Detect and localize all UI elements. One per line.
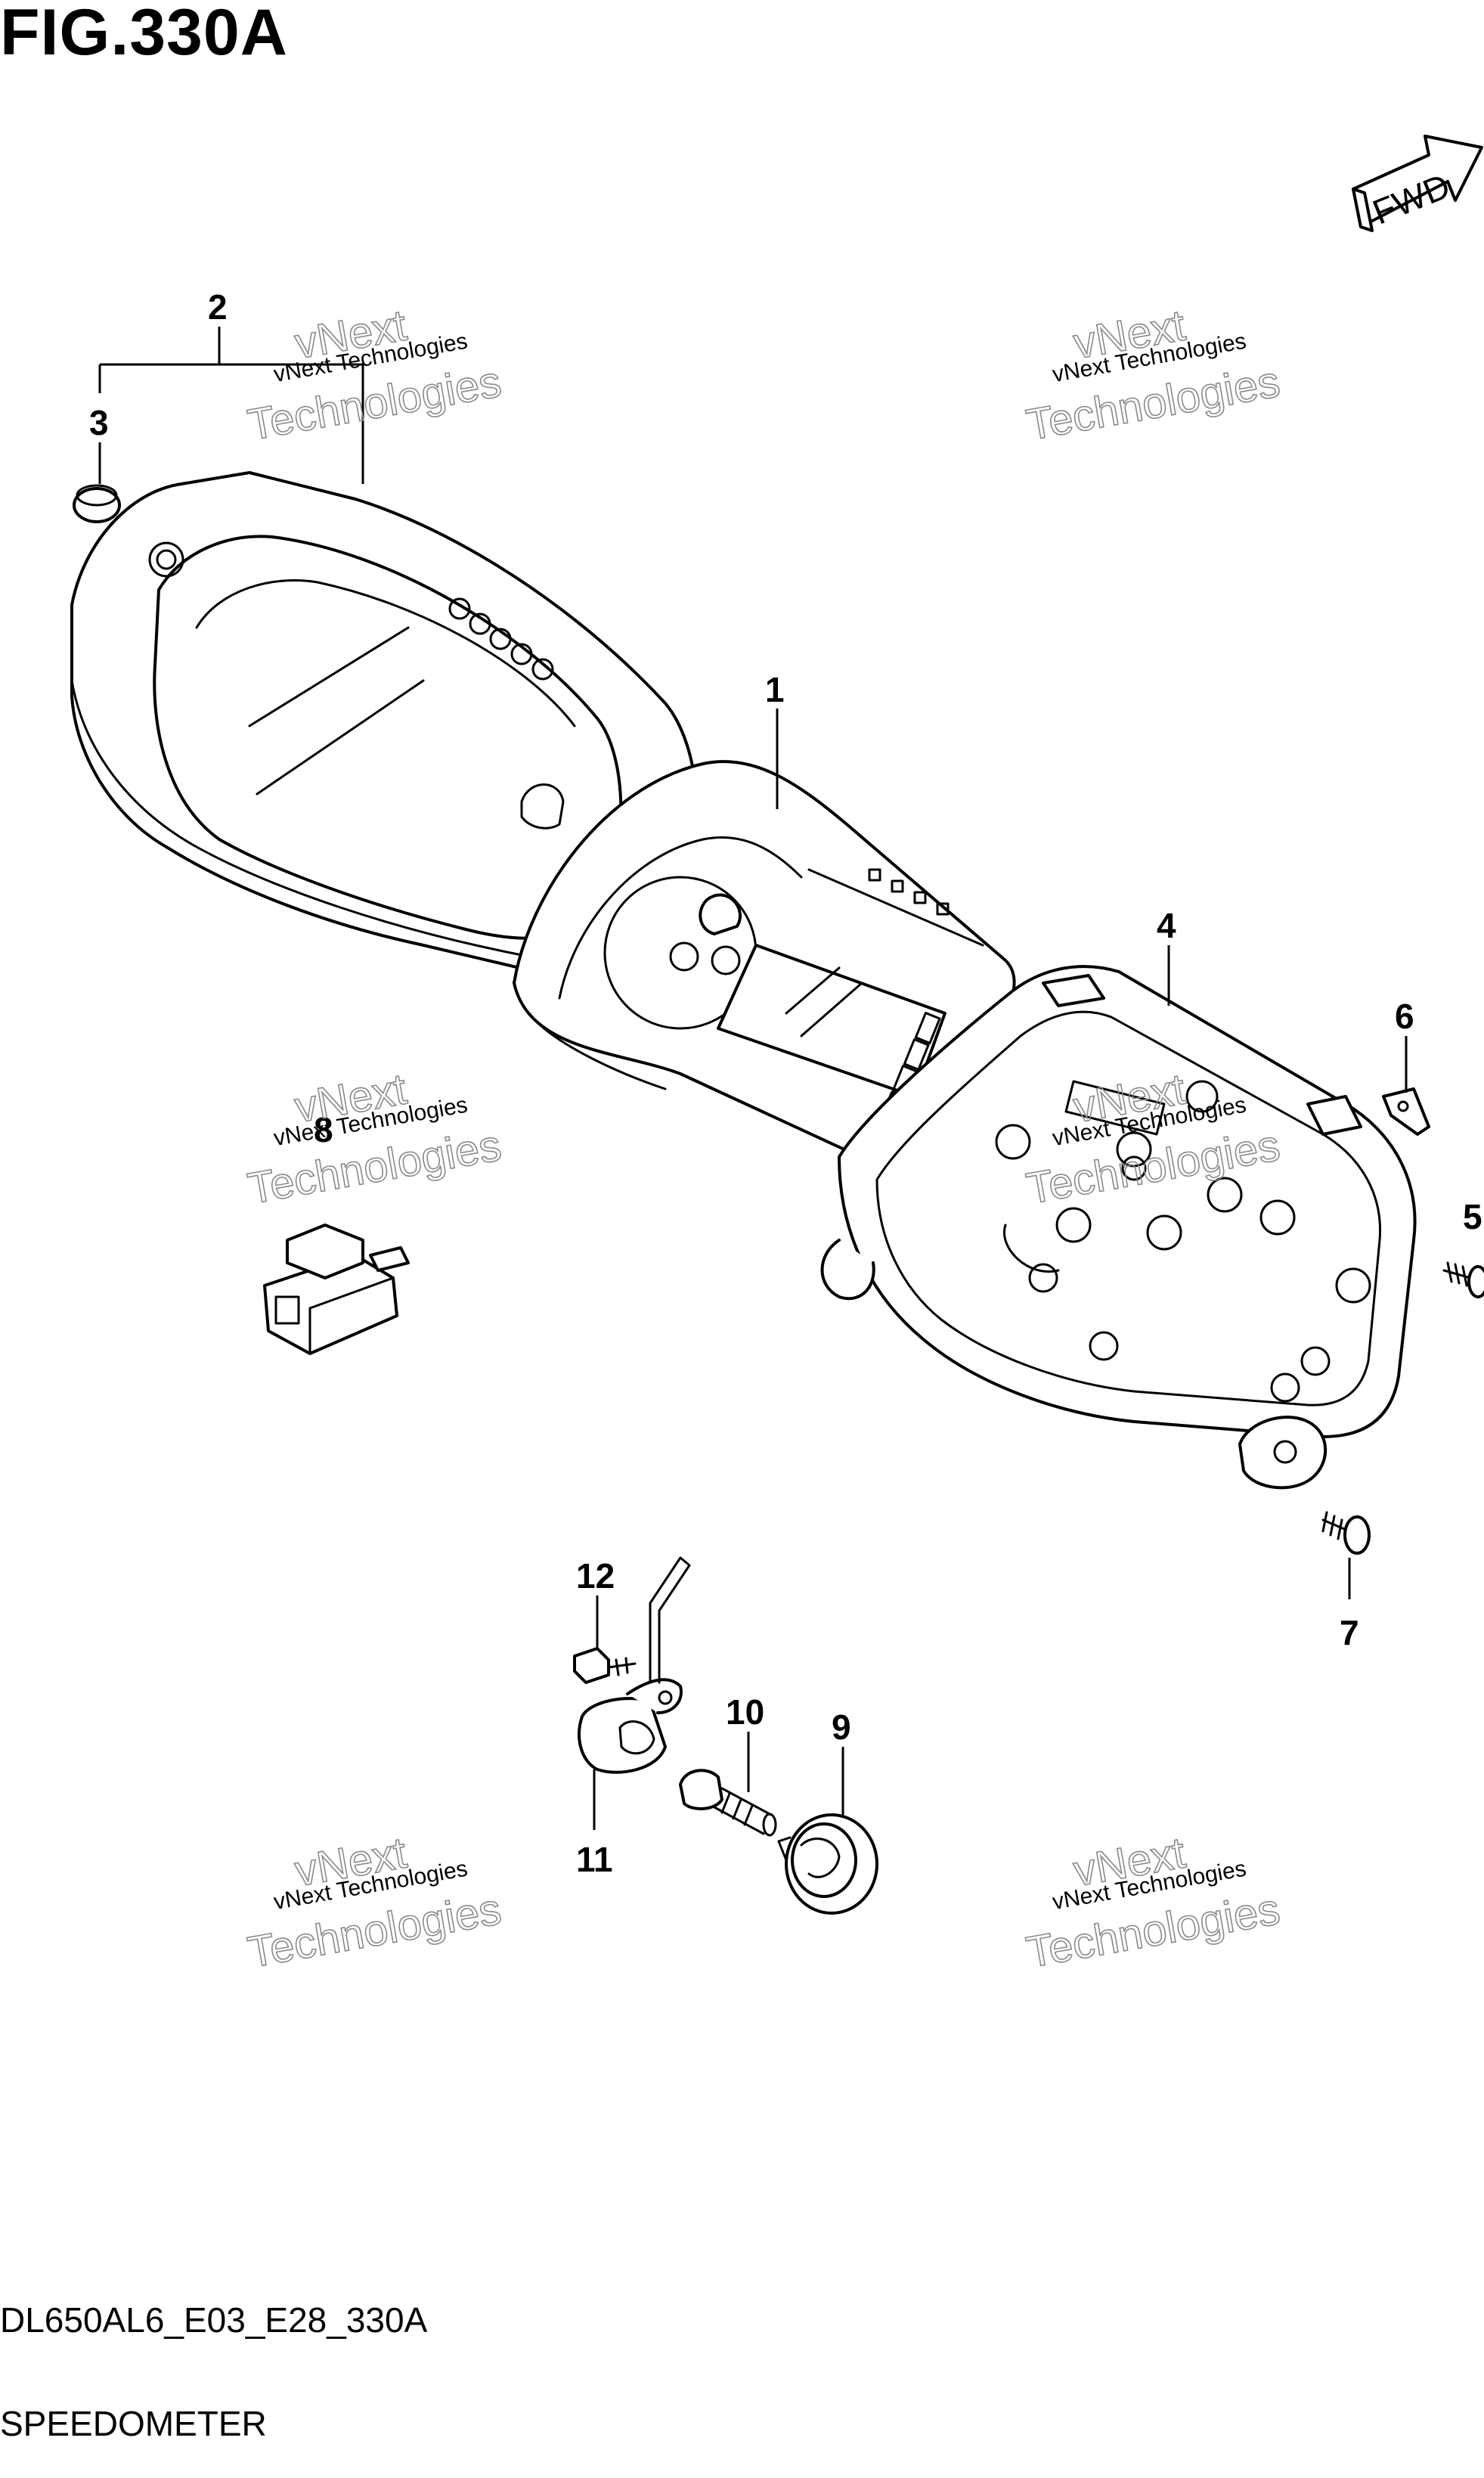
part-3-cap [73, 484, 121, 523]
callout-12: 12 [576, 1556, 615, 1596]
part-7-screw [1321, 1511, 1371, 1555]
callout-10: 10 [726, 1692, 764, 1732]
watermark-mid-left: vNext Technologies vNext Technologies [243, 1064, 505, 1214]
part-1-speedometer-assembly [513, 760, 1016, 1177]
callout-6: 6 [1395, 997, 1414, 1036]
part-8-connector [263, 1223, 410, 1355]
watermark-bottom-right: vNext Technologies vNext Technologies [1022, 1828, 1284, 1978]
callout-11: 11 [576, 1840, 613, 1879]
part-5-screw [1442, 1261, 1484, 1298]
figure-title: FIG.330A [0, 0, 288, 69]
callout-9: 9 [832, 1707, 851, 1747]
callout-5: 5 [1463, 1197, 1482, 1236]
callout-2: 2 [208, 287, 228, 327]
part-9-grommet [777, 1813, 878, 1915]
section-name: SPEEDOMETER [0, 2404, 267, 2443]
watermark-bottom-left: vNext Technologies vNext Technologies [243, 1828, 505, 1978]
part-6-clip-nut [1382, 1087, 1430, 1136]
part-12-bolt [573, 1647, 637, 1684]
callout-7: 7 [1340, 1613, 1359, 1652]
callout-labels: 1 2 3 4 5 6 7 8 9 10 11 12 [89, 287, 1482, 1879]
part-10-screw [679, 1769, 777, 1837]
callout-8: 8 [314, 1110, 333, 1149]
callout-3: 3 [89, 403, 109, 442]
fwd-arrow-badge: FWD [1352, 135, 1483, 232]
part-2-meter-cover [70, 471, 699, 979]
part-11-bracket [578, 1556, 691, 1774]
leader-lines [98, 327, 1408, 1830]
callout-4: 4 [1157, 906, 1176, 945]
watermark-top-left: vNext Technologies vNext Technologies [243, 300, 505, 451]
watermark-top-right: vNext Technologies vNext Technologies [1022, 300, 1284, 451]
part-4-meter-case [820, 965, 1417, 1490]
model-code: DL650AL6_E03_E28_330A [0, 2300, 428, 2340]
callout-1: 1 [765, 670, 785, 709]
